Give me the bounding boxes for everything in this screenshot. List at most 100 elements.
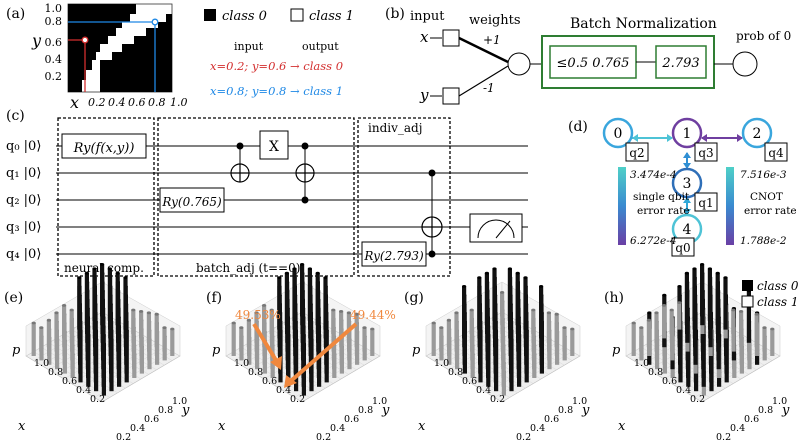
bar-cap xyxy=(370,327,375,331)
bar-cap xyxy=(684,271,690,275)
block-indiv xyxy=(357,117,451,277)
bar-class1 xyxy=(262,305,267,339)
tick-y: 0.4 xyxy=(730,423,745,434)
bar-class1 xyxy=(170,329,175,356)
bar-cap xyxy=(731,308,736,312)
axis-label-y: y xyxy=(381,403,390,418)
bar-class0 xyxy=(115,273,120,326)
node-1 xyxy=(671,117,703,149)
input-label: input xyxy=(410,9,445,24)
bar-class1 xyxy=(739,311,744,339)
node-3-label: 3 xyxy=(683,176,692,192)
bar-class0 xyxy=(700,264,705,317)
gate-x xyxy=(259,130,289,160)
bar-cap xyxy=(562,326,567,329)
neuron xyxy=(507,52,531,76)
bar-cap xyxy=(431,321,436,325)
output-label: prob of 0 xyxy=(736,29,791,43)
tick-x: 0.4 xyxy=(476,385,491,396)
bar-class1 xyxy=(146,312,151,343)
axis-label-y: y xyxy=(31,31,42,50)
bar-class1 xyxy=(154,314,159,348)
bar-class1 xyxy=(239,327,244,352)
io-header-output: output xyxy=(302,40,339,53)
tick-x: 1.0 xyxy=(234,358,249,369)
axis-label-x: x xyxy=(70,93,79,112)
tick-y: 0.6 xyxy=(744,414,759,425)
axis-label-p: p xyxy=(212,343,221,358)
cx-top: 7.516e-3 xyxy=(740,169,787,181)
node-4-label: 4 xyxy=(683,222,692,238)
bar-cap xyxy=(715,271,720,275)
bar-cap xyxy=(139,310,144,313)
bar-class1 xyxy=(770,329,775,356)
cx-bottom: 1.788e-2 xyxy=(740,235,787,247)
bar-class0 xyxy=(323,277,328,330)
output-neuron xyxy=(732,51,758,77)
node-1-label: 1 xyxy=(683,126,692,142)
gate-ry-0765 xyxy=(159,187,225,213)
panel-label-e: (e) xyxy=(4,290,23,306)
bar-cap xyxy=(700,263,705,266)
bar-cap xyxy=(107,267,112,271)
bar-class1 xyxy=(646,320,651,348)
bar-class0 xyxy=(484,273,489,326)
sq-label1: single qbit xyxy=(633,191,690,203)
bar-class1 xyxy=(669,310,674,334)
bar-cap xyxy=(647,311,652,315)
weight-w1: +1 xyxy=(483,33,501,47)
tick-x: 1.0 xyxy=(34,358,49,369)
bar-cap xyxy=(300,263,305,266)
bar-cap xyxy=(677,285,682,288)
bar-cap xyxy=(662,304,667,307)
y-tick: 0.6 xyxy=(45,36,63,49)
bar-cap xyxy=(762,326,767,329)
bar-cap xyxy=(484,271,489,275)
tick-x: 0.6 xyxy=(62,376,77,387)
tick-y: 0.4 xyxy=(530,423,545,434)
bar-cap xyxy=(492,267,497,271)
tick-y: 0.2 xyxy=(516,432,531,443)
bar-class0 xyxy=(684,273,689,326)
bar-class1 xyxy=(639,327,644,352)
tick-y: 0.2 xyxy=(316,432,331,443)
bar-class0 xyxy=(507,268,512,321)
cnot1-control xyxy=(236,142,244,150)
panel-label-c: (c) xyxy=(6,108,25,124)
io-header-input: input xyxy=(234,40,264,53)
bar-cap xyxy=(500,291,505,294)
tick-x: 0.8 xyxy=(448,367,463,378)
bar-cap xyxy=(462,285,467,288)
bar-cap xyxy=(246,318,251,322)
bar-cap xyxy=(239,326,244,329)
qubit-label: q₁ |0⟩ xyxy=(6,166,41,181)
x-tick: 0.8 xyxy=(148,96,166,109)
tick-x: 0.2 xyxy=(490,394,505,405)
annotation-arrow-f2 xyxy=(290,322,358,382)
axis-label-x: x xyxy=(418,419,426,434)
bar-cap xyxy=(362,326,367,329)
annotation-f2: 49.44% xyxy=(350,308,396,322)
class0-region-lower xyxy=(100,14,172,92)
bar-cap xyxy=(654,311,659,315)
bar-cap xyxy=(254,311,259,315)
bar-cap xyxy=(331,308,336,312)
bar-class1 xyxy=(677,302,682,330)
axis-label-x: x xyxy=(18,419,26,434)
bar-cap xyxy=(31,321,36,325)
tick-x: 1.0 xyxy=(434,358,449,369)
bar-cap xyxy=(46,318,52,322)
axis-label-p: p xyxy=(412,343,421,358)
bar-class0 xyxy=(300,264,305,317)
qubit-label: q₄ |0⟩ xyxy=(6,247,41,262)
weight-edge-2 xyxy=(458,65,509,97)
bar-cap xyxy=(531,308,536,312)
x-tick: 0.4 xyxy=(108,96,126,109)
tick-x: 1.0 xyxy=(634,358,649,369)
bar-cap xyxy=(77,276,82,279)
gate-ry-f xyxy=(61,133,147,159)
cnot2-control-q2 xyxy=(301,196,309,204)
legend3d-swatch-class0 xyxy=(742,280,753,291)
